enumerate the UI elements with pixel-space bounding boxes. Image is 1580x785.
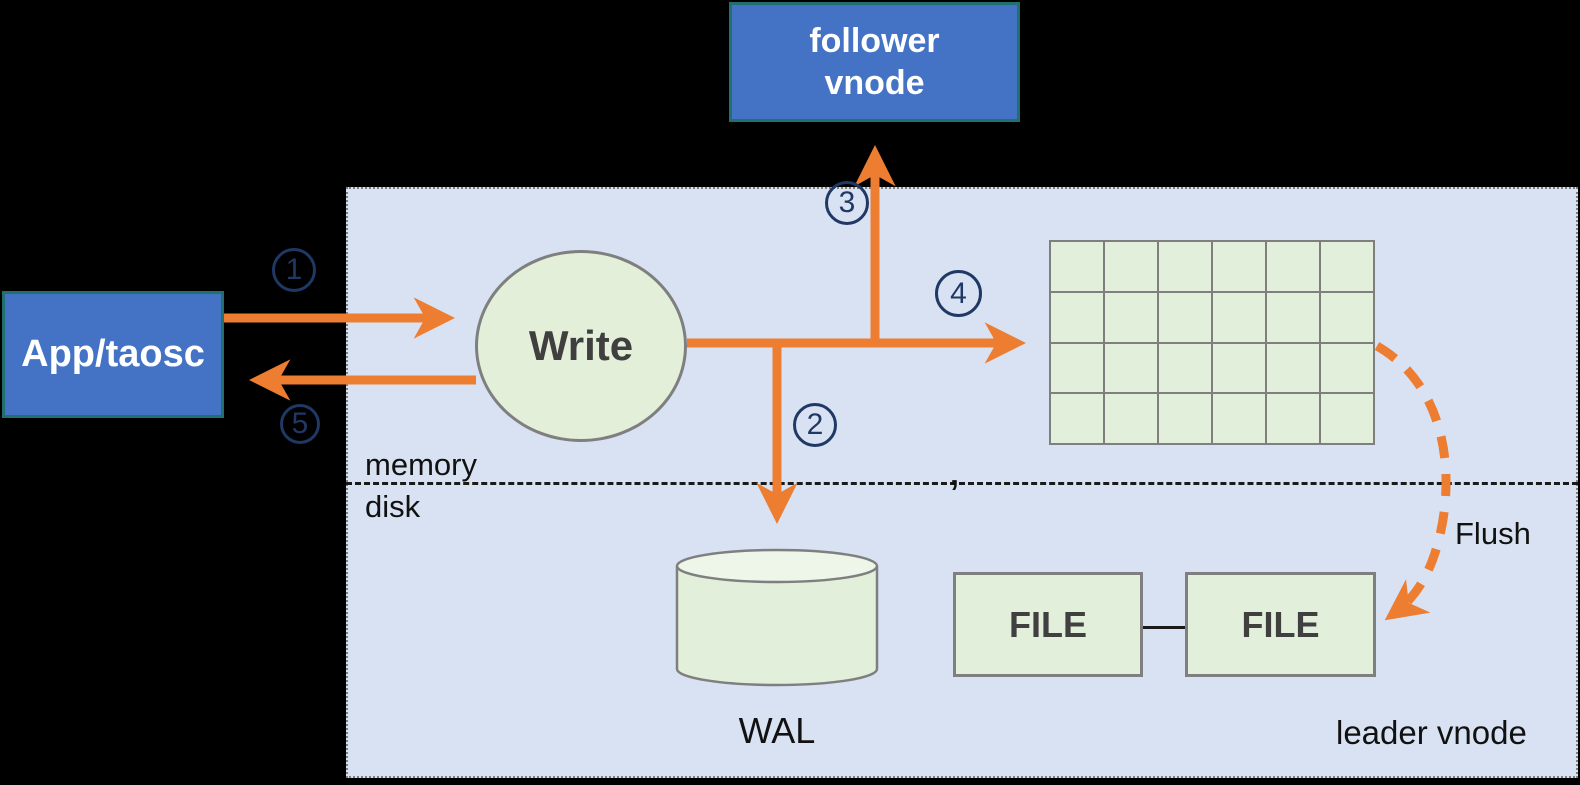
memory-grid-cell — [1267, 394, 1319, 443]
memory-grid-cell — [1051, 343, 1103, 393]
memory-zone-label: memory — [365, 447, 477, 482]
wal-label: WAL — [738, 710, 816, 751]
app-taosc-node: App/taosc — [2, 291, 224, 418]
file-connector-line — [1143, 626, 1185, 629]
memory-grid-cell — [1105, 394, 1157, 443]
step-number-2: 2 — [793, 403, 837, 447]
file-node-right: FILE — [1185, 572, 1376, 677]
memory-grid-cell — [1267, 242, 1319, 291]
memory-grid-cell — [1105, 343, 1157, 393]
memory-grid-cell — [1051, 242, 1103, 291]
memory-grid-cell — [1213, 292, 1265, 342]
leader-vnode-label: leader vnode — [1336, 714, 1527, 751]
memory-grid-cell — [1159, 394, 1211, 443]
memory-grid-cell — [1159, 242, 1211, 291]
memory-grid-cell — [1321, 343, 1373, 393]
step-number-5: 5 — [280, 404, 320, 444]
memory-grid-cell — [1051, 292, 1103, 342]
separator-comma-artifact: , — [950, 456, 959, 492]
memory-disk-separator — [346, 482, 1578, 485]
memory-grid-cell — [1267, 292, 1319, 342]
memory-grid-cell — [1105, 292, 1157, 342]
memory-grid-cell — [1321, 242, 1373, 291]
follower-vnode-node: follower vnode — [729, 2, 1020, 122]
memory-grid-cell — [1213, 343, 1265, 393]
memory-grid-cell — [1321, 292, 1373, 342]
memory-grid-cell — [1267, 343, 1319, 393]
memory-grid-cell — [1321, 394, 1373, 443]
memory-grid-cell — [1105, 242, 1157, 291]
memory-grid-cell — [1159, 292, 1211, 342]
step-number-1: 1 — [272, 248, 316, 292]
file-node-left: FILE — [953, 572, 1143, 677]
memory-grid-cell — [1213, 394, 1265, 443]
write-process-node: Write — [475, 250, 687, 442]
memory-grid-cell — [1159, 343, 1211, 393]
step-number-4: 4 — [935, 270, 982, 317]
memory-grid-cell — [1051, 394, 1103, 443]
disk-zone-label: disk — [365, 489, 421, 524]
memory-grid-cell — [1213, 242, 1265, 291]
wal-cylinder — [675, 548, 879, 687]
memory-buffer-grid — [1049, 240, 1375, 445]
step-number-3: 3 — [825, 181, 869, 225]
flush-label: Flush — [1455, 516, 1531, 551]
